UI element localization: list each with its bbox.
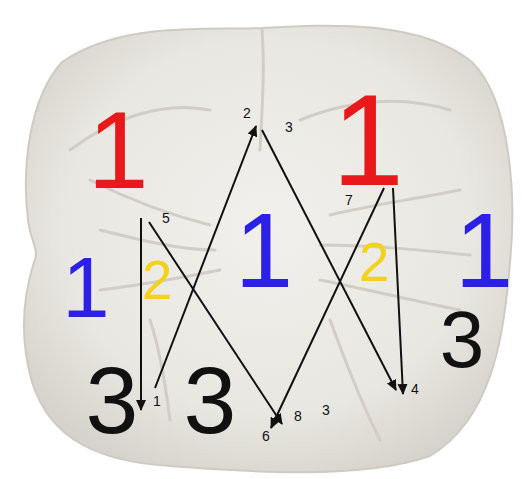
callout-number: 3	[440, 300, 485, 380]
callout-number: 8	[294, 409, 302, 423]
callout-number: 5	[162, 211, 170, 225]
callout-number: 1	[153, 394, 161, 408]
callout-number: 1	[455, 198, 513, 303]
callout-number: 2	[243, 106, 251, 120]
callout-number: 1	[87, 95, 148, 205]
callout-number: 4	[411, 382, 419, 396]
callout-number: 1	[235, 198, 293, 303]
callout-number: 1	[62, 245, 109, 330]
callout-number: 3	[86, 353, 139, 448]
callout-number: 6	[262, 429, 270, 443]
callout-number: 3	[184, 353, 237, 448]
callout-number: 3	[322, 403, 330, 417]
callout-number: 1	[332, 75, 404, 205]
tooth-outline	[24, 26, 512, 473]
callout-number: 2	[359, 235, 390, 290]
callout-number: 3	[285, 120, 293, 134]
callout-number: 7	[345, 193, 353, 207]
callout-number: 2	[142, 253, 173, 308]
